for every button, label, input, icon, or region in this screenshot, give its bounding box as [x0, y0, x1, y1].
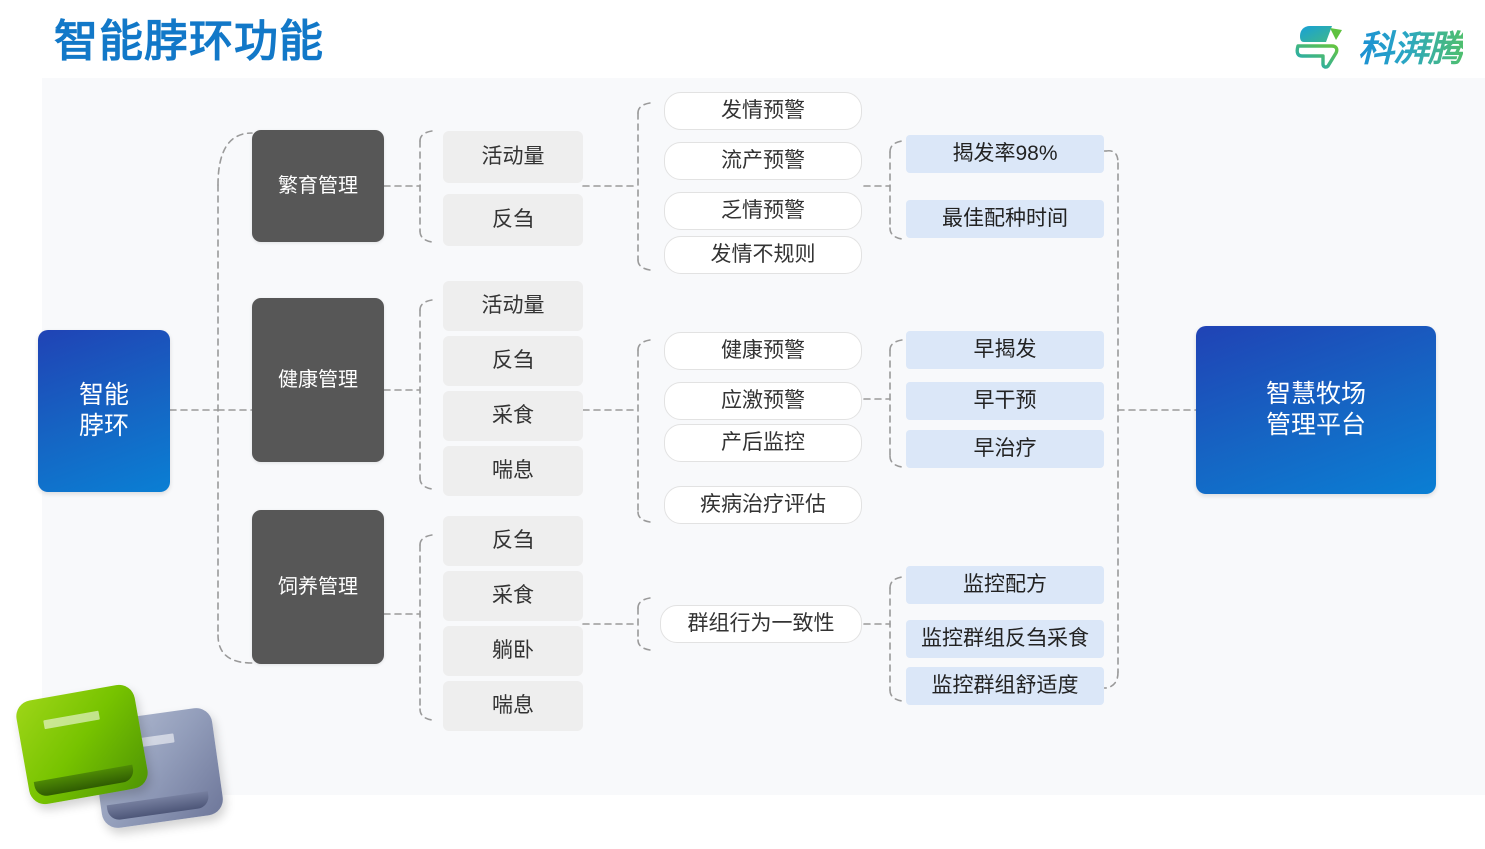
logo-text: 科湃腾	[1358, 20, 1464, 72]
device-label-green	[43, 710, 100, 730]
category-node-health[interactable]: 健康管理	[252, 298, 384, 462]
result-monitor-group-comfort[interactable]: 监控群组舒适度	[906, 667, 1104, 705]
metric-breeding-activity[interactable]: 活动量	[443, 131, 583, 183]
result-early-intervention[interactable]: 早干预	[906, 382, 1104, 420]
alert-anestrus-warning[interactable]: 乏情预警	[664, 192, 862, 230]
root-line-1: 智能	[78, 380, 129, 409]
metric-health-panting[interactable]: 喘息	[443, 446, 583, 496]
logo-mark-icon	[1292, 22, 1350, 70]
alert-disease-treatment-evaluation[interactable]: 疾病治疗评估	[664, 486, 862, 524]
result-detection-rate[interactable]: 揭发率98%	[906, 135, 1104, 173]
metric-health-feeding[interactable]: 采食	[443, 391, 583, 441]
metric-breeding-rumination[interactable]: 反刍	[443, 194, 583, 246]
alert-group-behavior-consistency[interactable]: 群组行为一致性	[660, 605, 862, 643]
metric-health-rumination[interactable]: 反刍	[443, 336, 583, 386]
result-early-treatment[interactable]: 早治疗	[906, 430, 1104, 468]
alert-stress-warning[interactable]: 应激预警	[664, 382, 862, 420]
category-node-breeding[interactable]: 繁育管理	[252, 130, 384, 242]
result-optimal-breeding-time[interactable]: 最佳配种时间	[906, 200, 1104, 238]
alert-postpartum-monitoring[interactable]: 产后监控	[664, 424, 862, 462]
result-monitor-group-rumination-intake[interactable]: 监控群组反刍采食	[906, 620, 1104, 658]
result-monitor-formula[interactable]: 监控配方	[906, 566, 1104, 604]
root-line-2: 脖环	[78, 412, 129, 440]
root-node-smart-collar[interactable]: 智能 脖环	[38, 330, 170, 492]
result-early-detection[interactable]: 早揭发	[906, 331, 1104, 369]
metric-feeding-panting[interactable]: 喘息	[443, 681, 583, 731]
page-title: 智能脖环功能	[54, 17, 324, 66]
collar-device-green	[13, 682, 151, 807]
metric-feeding-lying[interactable]: 躺卧	[443, 626, 583, 676]
final-line-1: 智慧牧场	[1265, 379, 1366, 408]
alert-irregular-estrus[interactable]: 发情不规则	[664, 236, 862, 274]
metric-health-activity[interactable]: 活动量	[443, 281, 583, 331]
metric-feeding-intake[interactable]: 采食	[443, 571, 583, 621]
collar-device-photo	[8, 678, 248, 838]
metric-feeding-rumination[interactable]: 反刍	[443, 516, 583, 566]
alert-health-warning[interactable]: 健康预警	[664, 332, 862, 370]
final-node-smart-farm-platform[interactable]: 智慧牧场 管理平台	[1196, 326, 1436, 494]
final-line-2: 管理平台	[1265, 411, 1366, 439]
alert-estrus-warning[interactable]: 发情预警	[664, 92, 862, 130]
alert-abortion-warning[interactable]: 流产预警	[664, 142, 862, 180]
category-node-feeding[interactable]: 饲养管理	[252, 510, 384, 664]
brand-logo: 科湃腾	[1292, 20, 1464, 72]
